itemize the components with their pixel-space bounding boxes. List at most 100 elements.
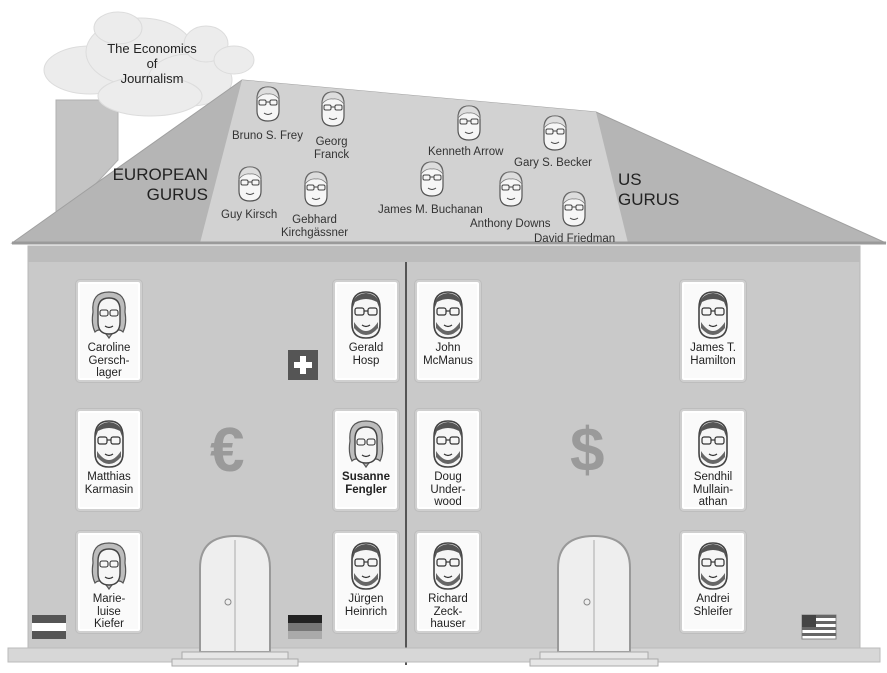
person-name-line: hauser <box>430 618 466 630</box>
guru-face-icon <box>457 105 481 141</box>
person-name-line: John <box>435 342 461 354</box>
guru-face-icon <box>321 91 345 127</box>
person-name-line: Doug <box>434 471 462 483</box>
guru-face-icon <box>499 171 523 207</box>
smoke-cloud <box>43 11 255 117</box>
person-name-line: Gersch- <box>88 354 130 367</box>
person-name-line: Mullain- <box>692 483 734 496</box>
flag-austria <box>32 615 66 639</box>
us-right-window-1: James T.Hamilton <box>680 280 746 382</box>
guru-label-gary-becker: Gary S. Becker <box>514 157 592 169</box>
person-name-line: Shleifer <box>693 605 733 618</box>
european-gurus-line-1: EUROPEAN <box>112 165 208 184</box>
title-line-1: The Economics <box>107 41 197 56</box>
male-portrait-icon <box>351 291 381 339</box>
flag-germany <box>288 615 322 639</box>
male-portrait-icon <box>433 420 463 468</box>
guru-face-icon <box>562 191 586 227</box>
guru-face-icon <box>543 115 567 151</box>
female-portrait-icon <box>91 542 127 591</box>
male-portrait-icon <box>433 291 463 339</box>
person-name-line: Susanne <box>342 471 390 483</box>
european-door <box>171 534 299 667</box>
guru-face-icon <box>256 86 280 122</box>
euro-symbol: € <box>210 416 245 485</box>
guru-label-bruno-frey: Bruno S. Frey <box>232 130 303 142</box>
female-portrait-icon <box>91 291 127 340</box>
person-name-line: lager <box>96 367 122 379</box>
male-portrait-icon <box>351 542 381 590</box>
male-portrait-icon <box>698 542 728 590</box>
us-door <box>529 534 659 667</box>
european-gurus-label: EUROPEAN GURUS <box>112 165 208 205</box>
us-gurus-line-2: GURUS <box>618 190 680 209</box>
title-line-2: of <box>146 56 158 71</box>
guru-face-icon <box>420 161 444 197</box>
person-name-line: Hamilton <box>690 354 736 367</box>
guru-label-david-friedman: David Friedman <box>534 233 616 245</box>
person-name-line: Richard <box>428 593 468 605</box>
person-name-line: Kiefer <box>93 618 125 630</box>
guru-label-anthony-downs: Anthony Downs <box>470 218 551 230</box>
male-portrait-icon <box>94 420 124 468</box>
person-name-line: Andrei <box>696 593 730 605</box>
guru-label-georg-franck: Georg Franck <box>314 136 350 161</box>
guru-face-icon <box>238 166 262 202</box>
person-name-line: Marie- <box>92 593 126 605</box>
person-name-line: Zeck- <box>433 605 463 618</box>
person-name-line: Caroline <box>87 342 131 354</box>
person-name-line: Gerald <box>348 342 384 354</box>
male-portrait-icon <box>698 291 728 339</box>
us-gurus-label: US GURUS <box>618 170 679 210</box>
european-gurus-line-2: GURUS <box>146 185 208 204</box>
person-name-line: McManus <box>423 354 473 367</box>
person-name-line: Jürgen <box>348 593 384 605</box>
person-name-line: Sendhil <box>693 471 733 483</box>
person-name-line: James T. <box>690 342 736 354</box>
book-title: The Economics of Journalism <box>92 41 212 86</box>
person-name-line: Matthias <box>87 471 131 483</box>
title-line-3: Journalism <box>120 71 184 86</box>
person-name-line: athan <box>698 496 728 508</box>
us-gurus-line-1: US <box>618 170 642 189</box>
flag-usa <box>801 614 837 640</box>
guru-label-james-buchanan: James M. Buchanan <box>378 204 483 216</box>
male-portrait-icon <box>698 420 728 468</box>
person-name-line: Hosp <box>352 354 380 367</box>
guru-label-guy-kirsch: Guy Kirsch <box>221 209 278 221</box>
person-name-line: Heinrich <box>344 605 388 618</box>
female-portrait-icon <box>348 420 384 469</box>
guru-label-kenneth-arrow: Kenneth Arrow <box>428 146 504 158</box>
flag-switzerland <box>288 350 318 380</box>
person-name-line: Karmasin <box>84 483 134 496</box>
dollar-symbol: $ <box>570 416 605 485</box>
foundation <box>7 647 881 663</box>
guru-face-icon <box>304 171 328 207</box>
person-name: James T.Hamilton <box>682 342 744 367</box>
guru-label-gebhard-kirchgaessner: Gebhard Kirchgässner <box>281 214 349 239</box>
person-name-line: Fengler <box>345 483 387 496</box>
person-name-line: luise <box>97 605 121 618</box>
